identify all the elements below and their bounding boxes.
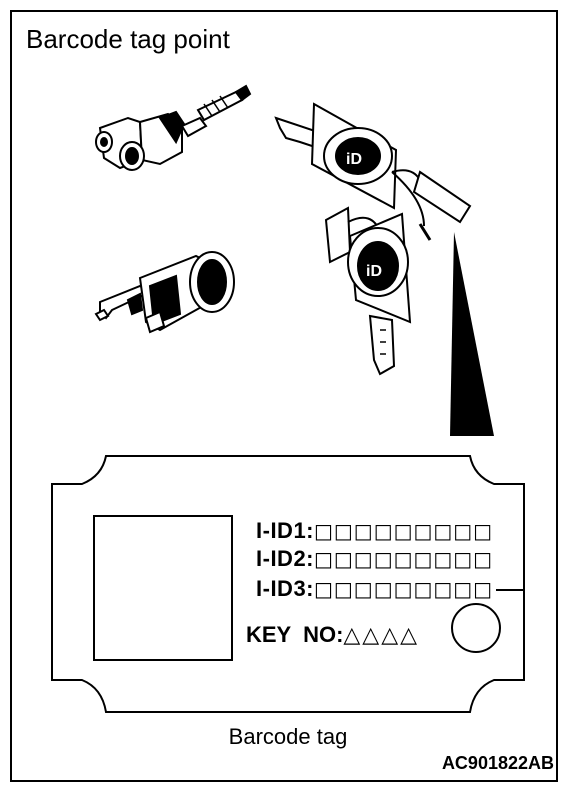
tag-boxes-iid3: □□□□□□□□□ — [314, 577, 494, 601]
key-no-row: KEY NO:△△△△ — [246, 622, 419, 649]
lock-cylinder-icon — [95, 84, 252, 171]
diagram-frame — [10, 10, 558, 782]
pointer-arrow-icon — [450, 232, 494, 436]
tag-boxes-iid1: □□□□□□□□□ — [314, 519, 494, 543]
tag-row-iid1: I-ID1:□□□□□□□□□ — [256, 518, 493, 544]
tag-row-iid2: I-ID2:□□□□□□□□□ — [256, 546, 493, 572]
diagram-title: Barcode tag point — [26, 24, 230, 54]
figure-code: AC901822AB — [441, 753, 554, 773]
ignition-cylinder-icon — [94, 251, 235, 334]
tag-label-iid1: I-ID1: — [256, 518, 314, 543]
tag-label-iid2: I-ID2: — [256, 546, 314, 571]
barcode-tag-caption: Barcode tag — [228, 724, 348, 749]
tag-row-iid3: I-ID3:□□□□□□□□□ — [256, 576, 493, 602]
svg-text:iD: iD — [346, 151, 362, 168]
barcode-square-icon — [93, 515, 233, 661]
tag-boxes-iid2: □□□□□□□□□ — [314, 547, 494, 571]
key-no-label: KEY NO: — [246, 622, 344, 647]
key-with-tag-icon: iD iD — [274, 102, 472, 376]
svg-text:iD: iD — [366, 263, 382, 280]
key-no-value: △△△△ — [343, 623, 420, 648]
tag-label-iid3: I-ID3: — [256, 576, 314, 601]
key-circle-icon — [451, 603, 501, 653]
